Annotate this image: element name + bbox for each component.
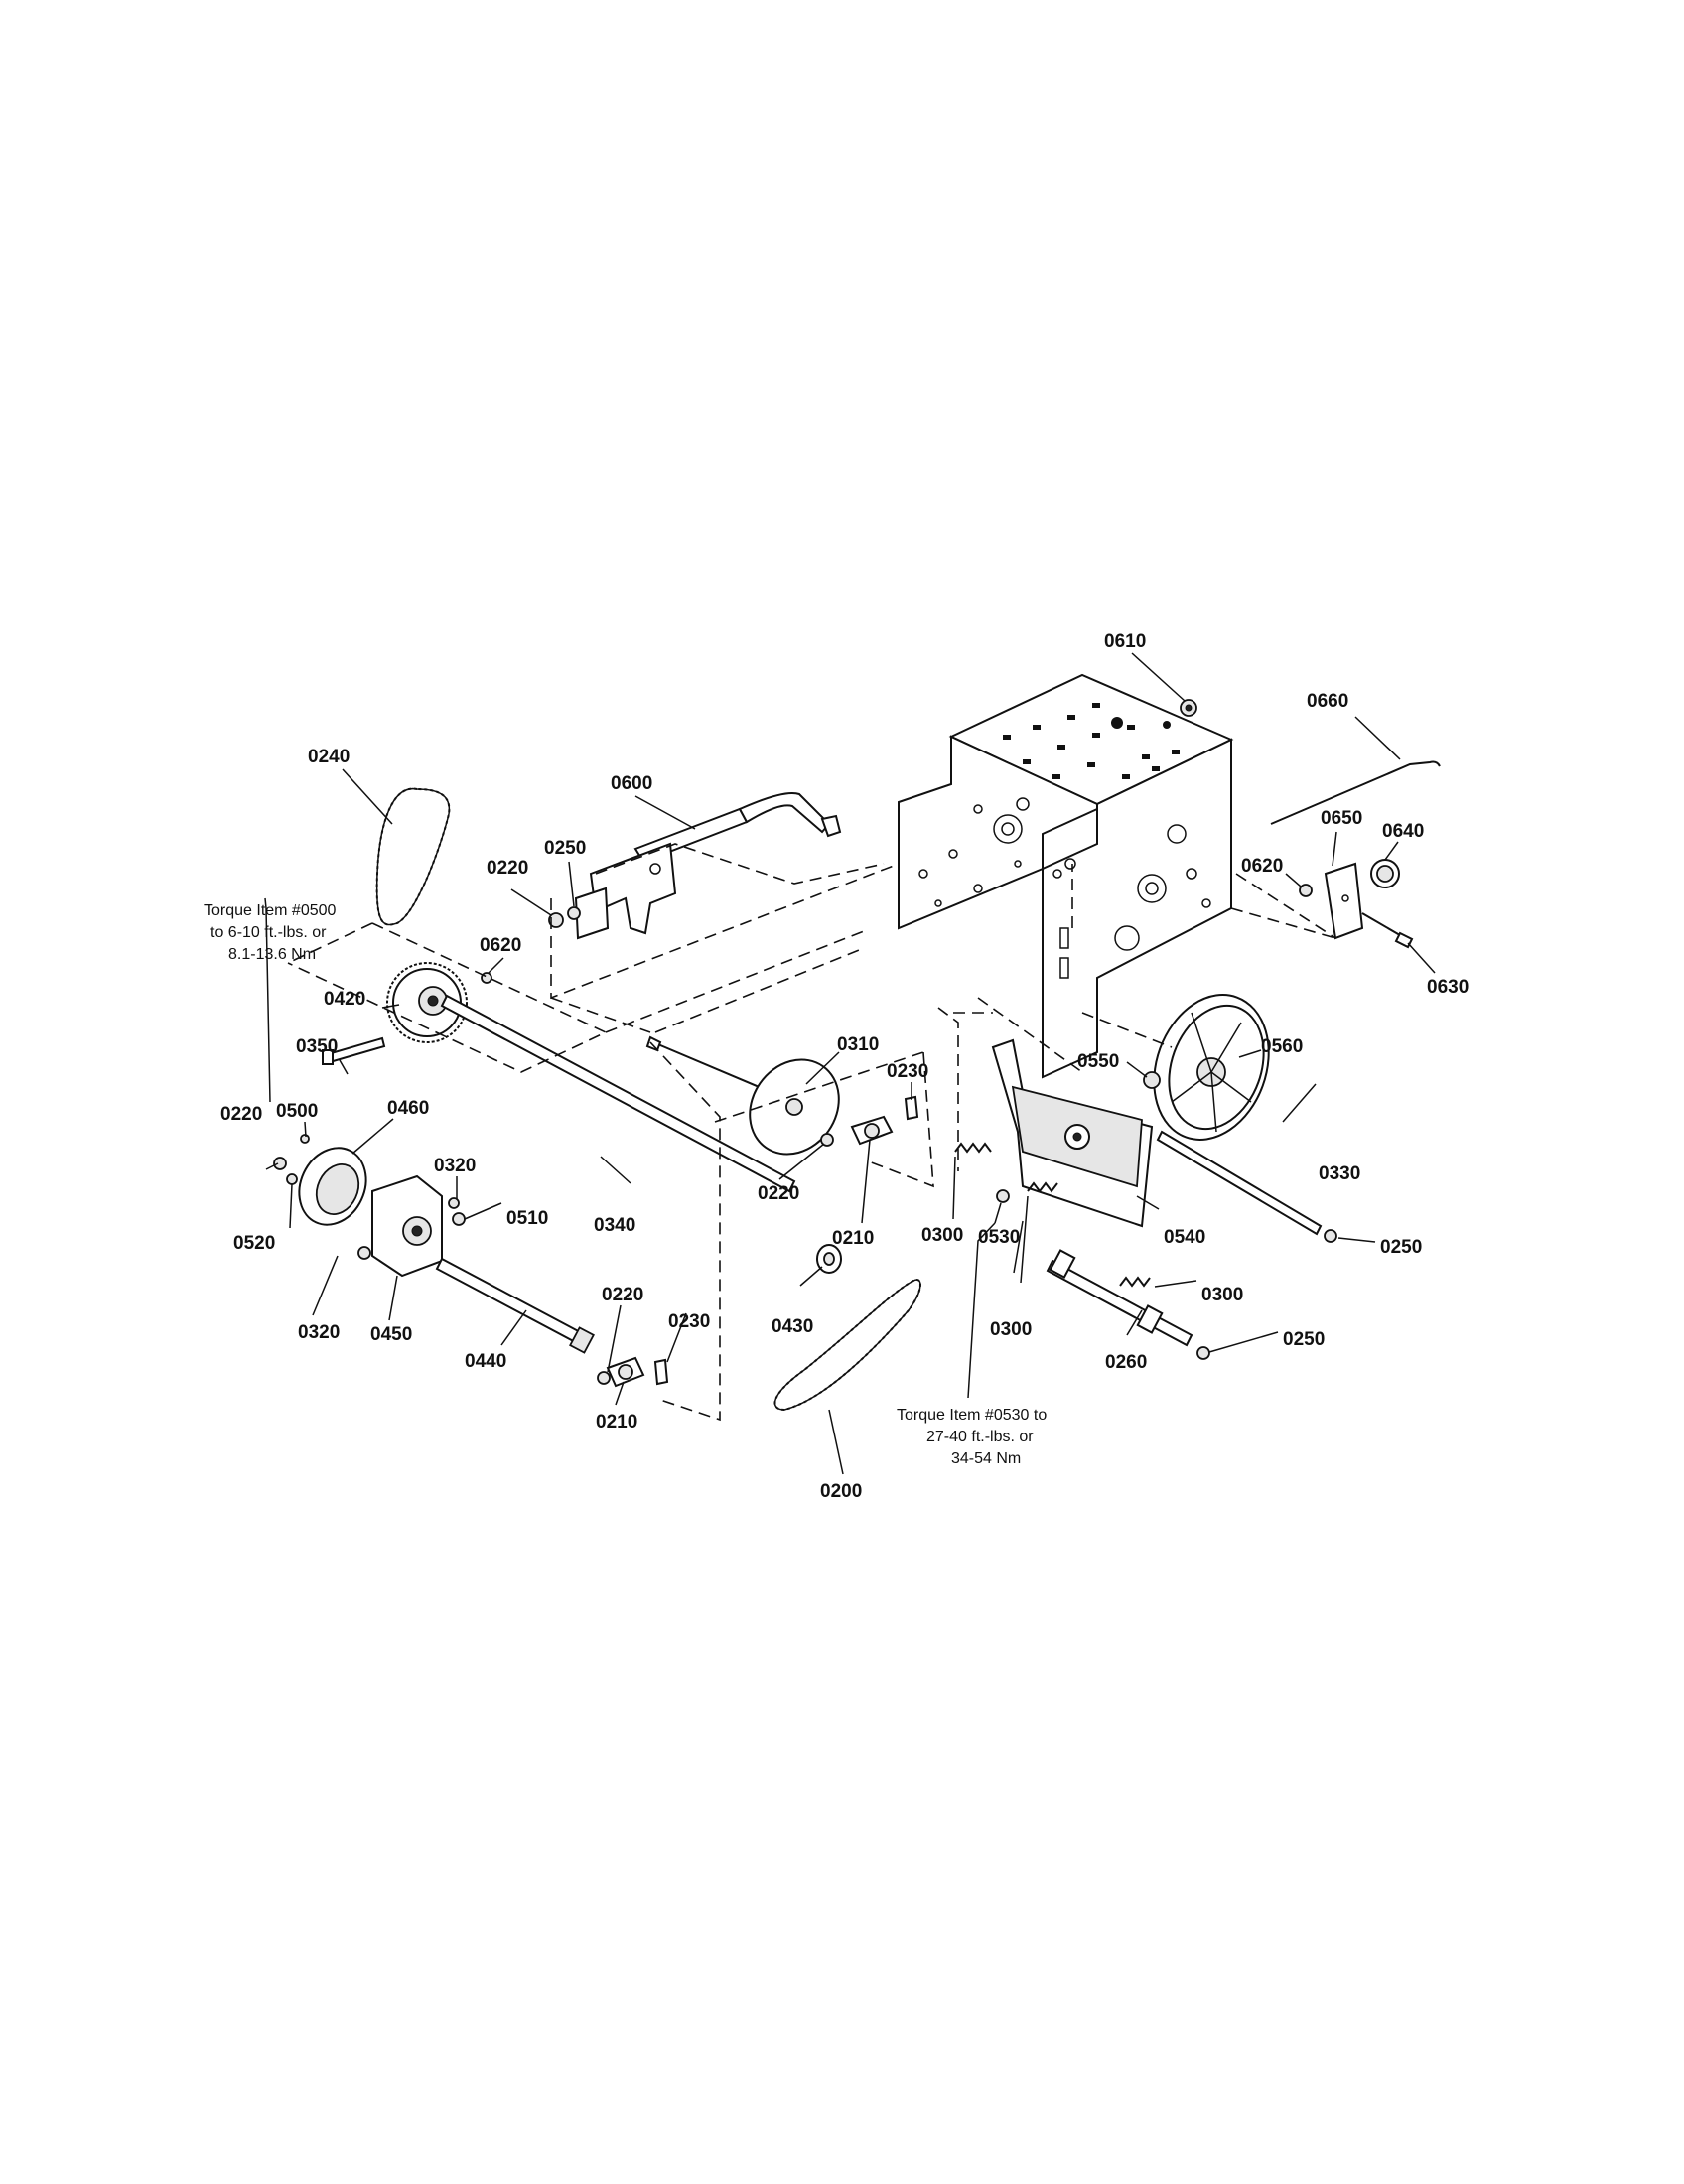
label-0550: 0550 xyxy=(1077,1051,1119,1072)
small-parts-left xyxy=(273,1134,466,1260)
label-0220: 0220 xyxy=(758,1183,799,1204)
label-0540: 0540 xyxy=(1164,1227,1205,1248)
label-0300: 0300 xyxy=(1201,1285,1243,1305)
label-0220: 0220 xyxy=(487,858,528,879)
shift-rod-0660 xyxy=(1270,760,1441,825)
chain-0200 xyxy=(773,1279,921,1412)
label-0420: 0420 xyxy=(324,989,365,1010)
label-0250: 0250 xyxy=(1283,1329,1325,1350)
torque-note-0530-line1: Torque Item #0530 to xyxy=(897,1407,1047,1424)
shaft-0440 xyxy=(435,1257,595,1354)
hex-nut-0610 xyxy=(1180,699,1197,717)
axle-0330 xyxy=(1156,1130,1323,1236)
spacer-0430 xyxy=(816,1244,842,1274)
alignment-lines xyxy=(287,843,1336,1422)
torque-note-0500-line1: Torque Item #0500 xyxy=(204,902,337,919)
torque-note-0530: Torque Item #0530 to 27-40 ft.-lbs. or 3… xyxy=(897,1407,1047,1467)
hub-0460 xyxy=(298,1147,367,1226)
label-0330: 0330 xyxy=(1319,1163,1360,1184)
springs-0300 xyxy=(954,1142,1151,1288)
label-0520: 0520 xyxy=(233,1233,275,1254)
shaft-0340 xyxy=(440,994,796,1193)
torque-note-0530-line2: 27-40 ft.-lbs. or xyxy=(926,1429,1034,1445)
label-0630: 0630 xyxy=(1427,977,1469,998)
label-0300: 0300 xyxy=(921,1225,963,1246)
drive-wheel-0560 xyxy=(1153,994,1270,1141)
carrier-plate-0540 xyxy=(991,1038,1154,1228)
label-0210: 0210 xyxy=(596,1412,637,1433)
label-0250: 0250 xyxy=(1380,1237,1422,1258)
label-0640: 0640 xyxy=(1382,821,1424,842)
label-0250: 0250 xyxy=(544,838,586,859)
torque-note-0500-line3: 8.1-13.6 Nm xyxy=(228,946,316,963)
label-0320: 0320 xyxy=(298,1322,340,1343)
label-0230: 0230 xyxy=(887,1061,928,1082)
label-0660: 0660 xyxy=(1307,691,1348,712)
leader-lines xyxy=(264,652,1436,1475)
label-0430: 0430 xyxy=(772,1316,813,1337)
label-0460: 0460 xyxy=(387,1098,429,1119)
label-0440: 0440 xyxy=(465,1351,506,1372)
label-0510: 0510 xyxy=(506,1208,548,1229)
label-0300: 0300 xyxy=(990,1319,1032,1340)
label-0320: 0320 xyxy=(434,1156,476,1176)
label-0650: 0650 xyxy=(1321,808,1362,829)
label-0450: 0450 xyxy=(370,1324,412,1345)
label-0220: 0220 xyxy=(602,1285,643,1305)
clip-0250-lower xyxy=(1196,1346,1210,1360)
bearing-housing-0450 xyxy=(371,1174,443,1278)
clip-0250-upper xyxy=(1324,1229,1337,1243)
part-labels: 0610 0660 0240 0600 0250 0220 0650 0640 … xyxy=(220,631,1469,1502)
label-0230: 0230 xyxy=(668,1311,710,1332)
bearing-flange-0210-lower xyxy=(597,1356,669,1388)
friction-disc-0310 xyxy=(645,1035,840,1156)
torque-note-0500: Torque Item #0500 to 6-10 ft.-lbs. or 8.… xyxy=(204,902,337,963)
label-0620: 0620 xyxy=(1241,856,1283,877)
label-0610: 0610 xyxy=(1104,631,1146,652)
label-0210: 0210 xyxy=(832,1228,874,1249)
label-0240: 0240 xyxy=(308,747,350,767)
bearing-flange-0210-upper xyxy=(820,1095,919,1147)
label-0600: 0600 xyxy=(611,773,652,794)
label-0340: 0340 xyxy=(594,1215,635,1236)
torque-note-0530-line3: 34-54 Nm xyxy=(951,1450,1021,1467)
label-0620: 0620 xyxy=(480,935,521,956)
shaft-0260 xyxy=(1046,1249,1193,1347)
label-0310: 0310 xyxy=(837,1034,879,1055)
frame-housing xyxy=(898,673,1234,1079)
washer-0550 xyxy=(1143,1071,1161,1089)
nut-0530 xyxy=(996,1189,1010,1203)
torque-note-0500-line2: to 6-10 ft.-lbs. or xyxy=(210,924,327,941)
washer-set-lever xyxy=(548,906,581,928)
label-0350: 0350 xyxy=(296,1036,338,1057)
bolt-0350 xyxy=(322,1036,386,1065)
label-0260: 0260 xyxy=(1105,1352,1147,1373)
label-0220: 0220 xyxy=(220,1104,262,1125)
label-0560: 0560 xyxy=(1261,1036,1303,1057)
shift-bracket-assembly xyxy=(1299,859,1414,949)
label-0500: 0500 xyxy=(276,1101,318,1122)
label-0200: 0200 xyxy=(820,1481,862,1502)
chain-0240 xyxy=(375,787,451,926)
label-0530: 0530 xyxy=(978,1227,1020,1248)
